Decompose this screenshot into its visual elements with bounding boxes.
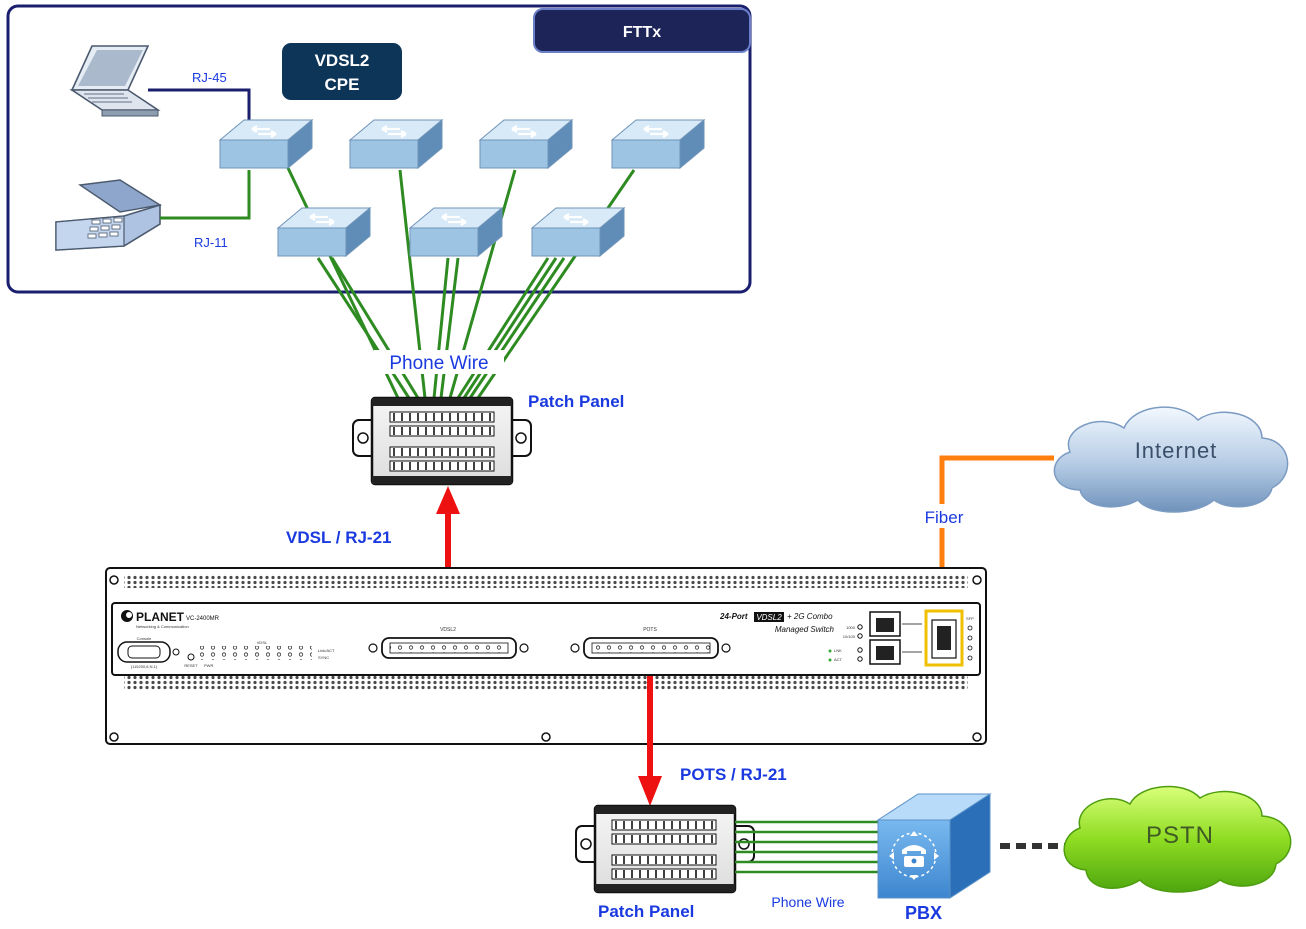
switch-model: VC-2400MR <box>186 616 220 622</box>
reset-label: RESET <box>184 663 198 668</box>
internet-cloud-icon <box>1053 406 1289 513</box>
vdsl-link-label: VDSL / RJ-21 <box>286 528 392 547</box>
patch-panel-top <box>352 396 532 486</box>
telephone-icon <box>55 179 162 251</box>
pots-arrow <box>638 676 662 806</box>
switch-title-suffix: + 2G Combo <box>787 612 833 621</box>
pots-link-label: POTS / RJ-21 <box>680 765 787 784</box>
led-10-100-label: 10/100 <box>843 634 856 639</box>
rj11-label: RJ-11 <box>194 235 228 250</box>
cpe-label-box <box>282 43 402 100</box>
console-sub: (115200,8,N,1) <box>131 664 158 669</box>
pbx-icon <box>876 793 992 899</box>
switch-brand: PLANET <box>136 610 185 624</box>
phone-wire-bottom-label: Phone Wire <box>771 894 844 910</box>
vdsl-port-label: VDSL2 <box>440 627 456 633</box>
phone-wires-bottom <box>735 820 880 874</box>
console-label: Console <box>137 636 152 641</box>
led-link-label: LNK <box>834 648 842 653</box>
phone-wire-top-label: Phone Wire <box>389 353 488 374</box>
fttx-tab <box>533 8 751 53</box>
link-act-label: Link/ACT <box>318 648 335 653</box>
rj45-label: RJ-45 <box>192 70 227 85</box>
switch-title-badge: VDSL2 <box>756 613 782 622</box>
pstn-cloud-icon <box>1063 785 1292 893</box>
led-act-label: ACT <box>834 657 843 662</box>
rj11-cable <box>160 170 251 220</box>
patch-panel-bottom-label: Patch Panel <box>598 902 694 921</box>
pots-port-label: POTS <box>643 627 657 633</box>
cpe-label-line2: CPE <box>325 75 360 94</box>
port-led-grid <box>200 646 312 660</box>
pwr-label: PWR <box>204 663 213 668</box>
fttx-tab-label: FTTx <box>623 24 661 41</box>
switch-title-prefix: 24-Port <box>719 612 748 621</box>
cpe-label-line1: VDSL2 <box>315 51 370 70</box>
vdsl-group-label: VDSL <box>257 640 268 645</box>
pstn-label: PSTN <box>1146 822 1214 849</box>
patch-panel-top-label: Patch Panel <box>528 392 624 411</box>
sync-label: SYNC <box>318 655 329 660</box>
switch-subtitle: Managed Switch <box>775 625 835 634</box>
switch-brand-sub: Networking & Communication <box>136 624 189 629</box>
rj45-cable <box>148 88 251 130</box>
internet-label: Internet <box>1135 438 1218 463</box>
laptop-icon <box>69 45 161 117</box>
reset-button <box>187 653 195 661</box>
patch-panel-bottom <box>575 804 755 894</box>
pbx-label: PBX <box>905 903 942 923</box>
sfp-label: SFP <box>966 616 974 621</box>
fiber-label: Fiber <box>925 508 964 527</box>
vdsl-switch: PLANET Networking & Communication VC-240… <box>105 567 987 745</box>
led-1000-label: 1000 <box>846 625 856 630</box>
